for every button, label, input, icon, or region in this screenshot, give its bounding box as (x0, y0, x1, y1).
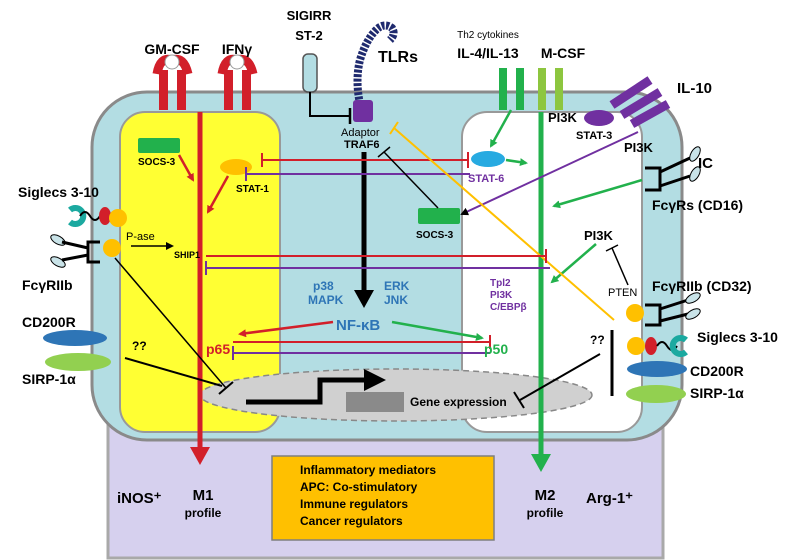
jnk-label: JNK (384, 293, 408, 307)
pase-label: P-ase (126, 231, 155, 243)
fcgriib-left-icon (50, 234, 121, 268)
box-line-2: APC: Co-stimulatory (300, 480, 418, 494)
box-line-1: Inflammatory mediators (300, 463, 436, 477)
pi3k-right-label: PI3K (624, 140, 654, 155)
ifng-receptor-icon (217, 54, 258, 110)
socs3-mid-box (418, 208, 460, 224)
sirp-right-label: SIRP-1α (690, 385, 744, 401)
il10-label: IL-10 (677, 80, 712, 97)
gene-expression-label: Gene expression (410, 395, 507, 409)
p38-label: p38 (313, 279, 334, 293)
qq-left-label: ?? (132, 339, 147, 353)
p50-label: p50 (484, 341, 508, 357)
gmcsf-receptor-icon (152, 54, 193, 110)
fcgrs-label: FcγRs (CD16) (652, 197, 743, 213)
transcription-arrow (246, 369, 386, 405)
stat1-label: STAT-1 (236, 184, 269, 195)
fcgriib-right-label: FcγRIIb (CD32) (652, 278, 752, 294)
fcgriib-right-icon (626, 292, 701, 327)
pi3k-stat3-oval (584, 110, 614, 126)
arg1-label: Arg-1⁺ (586, 490, 633, 507)
stat6-oval (471, 151, 505, 167)
box-line-3: Immune regulators (300, 497, 408, 511)
m2-profile-label: profile (527, 506, 564, 520)
st2-label: ST-2 (295, 28, 322, 43)
stat3-label: STAT-3 (576, 130, 612, 142)
tpl2-label: Tpl2 (490, 278, 511, 289)
ic-label: IC (698, 155, 713, 172)
siglecs-right-label: Siglecs 3-10 (697, 329, 778, 345)
mcsf-label: M-CSF (541, 45, 586, 61)
socs3-left-box (138, 138, 180, 153)
cd200r-left-label: CD200R (22, 314, 76, 330)
tlr-receptor-icon (353, 21, 398, 122)
cd200r-left-icon (43, 330, 107, 346)
ifng-label: IFNγ (222, 41, 253, 57)
il4-label: IL-4/IL-13 (457, 45, 519, 61)
sigirr-receptor-icon (302, 53, 318, 93)
nfkb-label: NF-κB (336, 317, 380, 334)
th2-label: Th2 cytokines (457, 30, 519, 41)
sigirr-label: SIGIRR (287, 8, 332, 23)
ship1-label: SHIP1 (174, 250, 200, 260)
cd200r-right-label: CD200R (690, 363, 744, 379)
pi3k-small-label: PI3K (490, 290, 513, 301)
cebpb-label: C/EBPβ (490, 302, 527, 313)
il4-il13-receptor-icon (499, 68, 524, 110)
cd200r-right-icon (627, 361, 687, 377)
m1-profile-label: profile (185, 506, 222, 520)
traf6-label: TRAF6 (344, 139, 379, 151)
p65-label: p65 (206, 341, 230, 357)
mcsf-receptor-icon (538, 68, 563, 110)
siglecs-left-icon (68, 205, 127, 227)
outcome-box (271, 455, 495, 541)
stat6-label: STAT-6 (468, 173, 504, 185)
pi3k-mid-label: PI3K (584, 228, 614, 243)
siglecs-right-icon (627, 335, 688, 357)
qq-right-label: ?? (590, 333, 605, 347)
siglecs-left-label: Siglecs 3-10 (18, 184, 99, 200)
sirp-right-icon (626, 385, 686, 403)
fcgr-receptor-icon (645, 146, 701, 192)
fcgriib-left-label: FcγRIIb (22, 277, 73, 293)
gene-block (346, 392, 404, 412)
adaptor-label: Adaptor (341, 127, 380, 139)
pi3k-top-label: PI3K (548, 110, 578, 125)
il10-receptor-icon (609, 76, 671, 128)
sirp-left-label: SIRP-1α (22, 371, 76, 387)
sirp-left-icon (45, 353, 111, 371)
inos-label: iNOS⁺ (117, 490, 162, 507)
pten-label: PTEN (608, 287, 637, 299)
box-line-4: Cancer regulators (300, 514, 403, 528)
erk-label: ERK (384, 279, 410, 293)
tlrs-label: TLRs (378, 49, 418, 66)
socs3-left-label: SOCS-3 (138, 157, 176, 168)
m2-label: M2 (535, 487, 556, 504)
gmcsf-label: GM-CSF (144, 41, 200, 57)
mapk-label: MAPK (308, 293, 344, 307)
stat1-oval (220, 159, 252, 175)
socs3-mid-label: SOCS-3 (416, 230, 454, 241)
m1-label: M1 (193, 487, 214, 504)
